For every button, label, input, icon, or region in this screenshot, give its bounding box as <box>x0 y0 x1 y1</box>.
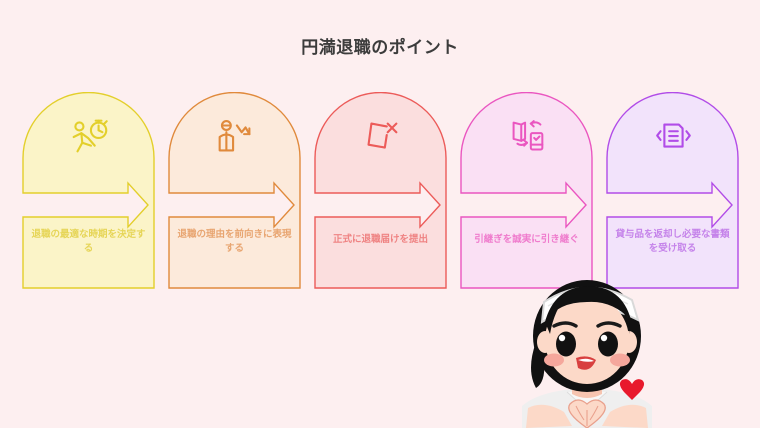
document-exchange-icon <box>460 114 593 160</box>
step-card-5-label: 貸与品を返却し必要な書類を受け取る <box>615 229 730 254</box>
step-card-2[interactable]: 退職の理由を前向きに表現する <box>168 92 301 289</box>
person-arrow-icon <box>168 114 301 160</box>
step-card-3-shape <box>314 92 447 289</box>
step-card-1-shape <box>22 92 155 289</box>
nurse-illustration <box>522 280 652 428</box>
step-card-3-label: 正式に退職届けを提出 <box>332 234 428 245</box>
steps-row: 退職の最適な時期を決定する 退職の理由を前向きに表現する <box>22 92 739 289</box>
step-card-4-shape <box>460 92 593 289</box>
step-card-5[interactable]: 貸与品を返却し必要な書類を受け取る <box>606 92 739 289</box>
step-card-2-label: 退職の理由を前向きに表現する <box>177 229 292 254</box>
step-card-4[interactable]: 引継ぎを誠実に引き継ぐ <box>460 92 593 289</box>
step-card-4-label: 引継ぎを誠実に引き継ぐ <box>474 234 579 245</box>
step-card-1[interactable]: 退職の最適な時期を決定する <box>22 92 155 289</box>
nurse-character <box>492 278 682 428</box>
document-lines-chevrons-icon <box>606 114 739 160</box>
step-card-1-label: 退職の最適な時期を決定する <box>31 229 146 254</box>
step-card-2-shape <box>168 92 301 289</box>
step-card-5-shape <box>606 92 739 289</box>
page-title: 円満退職のポイント <box>301 38 459 57</box>
step-card-3[interactable]: 正式に退職届けを提出 <box>314 92 447 289</box>
running-person-stopwatch-icon <box>22 114 155 160</box>
document-x-icon <box>314 114 447 160</box>
